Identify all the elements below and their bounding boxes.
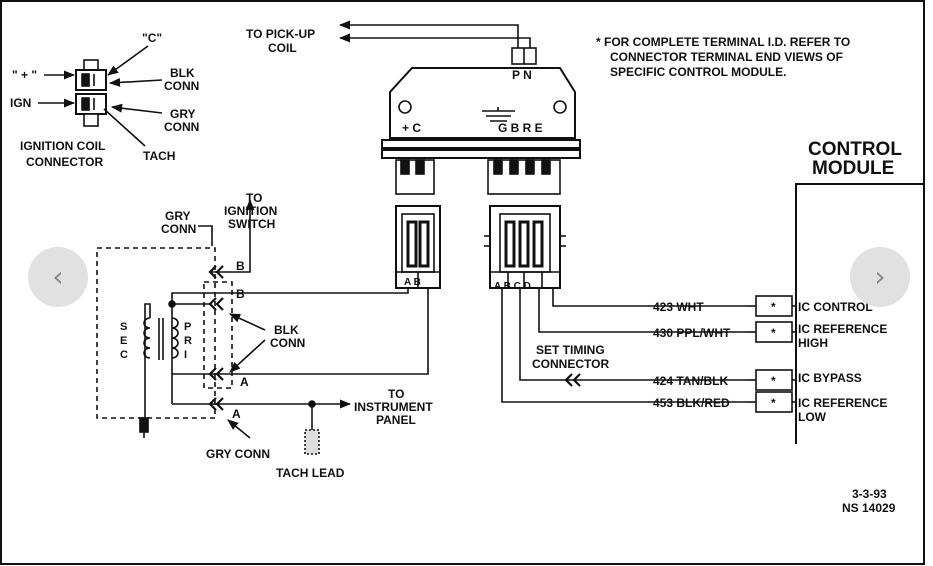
footer-code: NS 14029	[842, 501, 896, 515]
circuit-ic-reference-high-2: HIGH	[798, 336, 828, 350]
label-ign: IGN	[10, 96, 31, 110]
coil-title-1: IGNITION COIL	[20, 139, 105, 153]
chevron-left-icon: ‹	[52, 260, 64, 293]
right-terminals: G B R E	[498, 121, 543, 135]
to-panel-1: TO	[388, 387, 404, 401]
to-switch-2: IGNITION	[224, 204, 277, 218]
coil-title-2: CONNECTOR	[26, 155, 103, 169]
to-switch-1: TO	[246, 191, 262, 205]
tach-lead: TACH LEAD	[276, 466, 345, 480]
gry-conn-2: CONN	[161, 222, 196, 236]
pin-a-1: A	[240, 375, 249, 389]
pickup-labels: TO PICK-UP COIL	[246, 27, 315, 55]
note-text: * FOR COMPLETE TERMINAL I.D. REFER TO CO…	[596, 35, 850, 79]
pri-1: P	[184, 321, 191, 333]
note-line-2: CONNECTOR TERMINAL END VIEWS OF	[610, 50, 843, 64]
footer-ref: 3-3-93 NS 14029	[842, 487, 896, 515]
pin-a-2: A	[232, 407, 241, 421]
label-gry: GRY	[170, 107, 196, 121]
control-module-title-2: MODULE	[812, 158, 894, 179]
chevron-right-icon: ›	[874, 260, 886, 293]
sec-3: C	[120, 349, 128, 361]
set-timing-1: SET TIMING	[536, 343, 605, 357]
next-image-button[interactable]: ›	[850, 247, 910, 307]
label-plus: " + "	[12, 68, 37, 82]
wire-423: 423 WHT	[653, 300, 704, 314]
left-conn-pins: A B	[404, 277, 421, 288]
set-timing-2: CONNECTOR	[532, 357, 609, 371]
coil-connector-drawing	[38, 45, 163, 147]
gry-conn-bottom: GRY CONN	[206, 447, 270, 461]
blk-conn-1: BLK	[274, 323, 299, 337]
previous-image-button[interactable]: ‹	[28, 247, 88, 307]
star-4: *	[771, 396, 776, 410]
left-terminals: + C	[402, 121, 421, 135]
schematic-labels: GRY CONN TO IGNITION SWITCH S E C P R I …	[120, 191, 433, 480]
control-module-title-1: CONTROL	[808, 139, 902, 160]
module-labels: P N + C G B R E A B A B C D CONTROL MODU…	[402, 68, 902, 292]
circuit-ic-bypass: IC BYPASS	[798, 371, 862, 385]
wire-labels: 423 WHT 430 PPL/WHT 424 TAN/BLK 453 BLK/…	[532, 300, 887, 424]
label-c: "C"	[142, 31, 162, 45]
pickup-1: TO PICK-UP	[246, 27, 315, 41]
label-tach: TACH	[143, 149, 175, 163]
wire-424: 424 TAN/BLK	[653, 374, 728, 388]
wire-430: 430 PPL/WHT	[653, 326, 731, 340]
pin-b-1: B	[236, 259, 245, 273]
wire-453: 453 BLK/RED	[653, 396, 730, 410]
coil-schematic	[96, 198, 429, 455]
circuit-ic-reference-low-1: IC REFERENCE	[798, 396, 887, 410]
note-line-1: * FOR COMPLETE TERMINAL I.D. REFER TO	[596, 35, 850, 49]
label-blk-conn: CONN	[164, 79, 199, 93]
pin-b-2: B	[236, 287, 245, 301]
circuit-ic-control: IC CONTROL	[798, 300, 873, 314]
label-blk: BLK	[170, 66, 195, 80]
pri-3: I	[184, 349, 187, 361]
label-gry-conn: CONN	[164, 120, 199, 134]
module-body	[381, 47, 581, 195]
to-switch-3: SWITCH	[228, 217, 275, 231]
circuit-ic-reference-low-2: LOW	[798, 410, 827, 424]
pri-2: R	[184, 335, 192, 347]
to-panel-2: INSTRUMENT	[354, 400, 433, 414]
star-3: *	[771, 374, 776, 388]
to-panel-3: PANEL	[376, 413, 416, 427]
pins-top: P N	[512, 68, 532, 82]
blk-conn-2: CONN	[270, 336, 305, 350]
star-1: *	[771, 300, 776, 314]
gry-conn-1: GRY	[165, 209, 191, 223]
sec-1: S	[120, 321, 127, 333]
right-conn-pins: A B C D	[494, 281, 531, 292]
coil-connector-labels: "C" " + " IGN BLK CONN GRY CONN TACH IGN…	[10, 31, 199, 169]
note-line-3: SPECIFIC CONTROL MODULE.	[610, 65, 786, 79]
harness-connector-right	[484, 205, 566, 289]
pickup-2: COIL	[268, 41, 297, 55]
footer-date: 3-3-93	[852, 487, 887, 501]
star-2: *	[771, 326, 776, 340]
circuit-ic-reference-high-1: IC REFERENCE	[798, 322, 887, 336]
harness-connector-left	[395, 205, 441, 289]
sec-2: E	[120, 335, 127, 347]
